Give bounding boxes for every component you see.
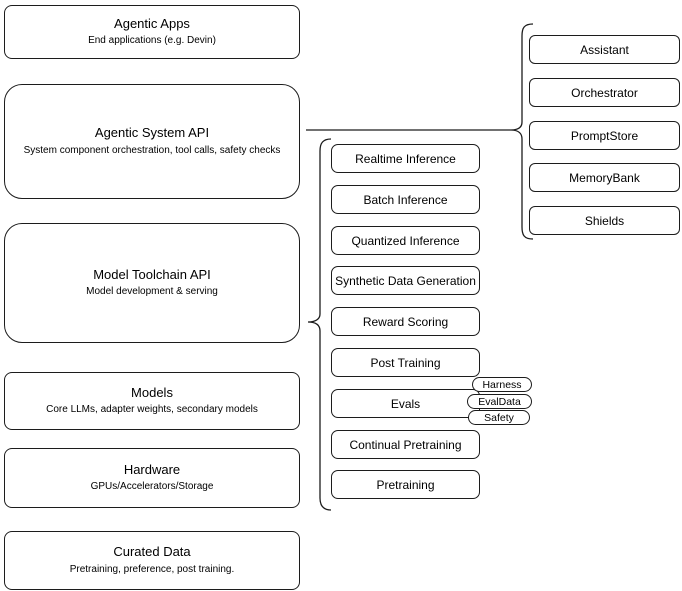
toolchain-item-label: Synthetic Data Generation (335, 273, 476, 288)
system-component-promptstore: PromptStore (529, 121, 680, 150)
system-component-label: Orchestrator (571, 85, 638, 100)
toolchain-item-label: Pretraining (376, 477, 435, 492)
system-component-shields: Shields (529, 206, 680, 235)
system-component-label: MemoryBank (569, 170, 640, 185)
node-agentic-apps-subtitle: End applications (e.g. Devin) (88, 35, 216, 47)
node-agentic-apps-title: Agentic Apps (114, 15, 190, 31)
node-model-toolchain-api-title: Model Toolchain API (93, 266, 211, 282)
node-hardware-title: Hardware (123, 461, 181, 477)
system-component-assistant: Assistant (529, 35, 680, 64)
toolchain-item-label: Continual Pretraining (349, 437, 462, 452)
toolchain-item-label: Quantized Inference (351, 233, 460, 248)
evals-tag-label: Harness (482, 378, 522, 391)
system-component-orchestrator: Orchestrator (529, 78, 680, 107)
node-curated-data-subtitle: Pretraining, preference, post training. (69, 563, 235, 575)
node-models: Models Core LLMs, adapter weights, secon… (4, 372, 300, 430)
evals-tag-evaldata: EvalData (467, 394, 532, 409)
toolchain-item-synthetic-data-generation: Synthetic Data Generation (331, 266, 480, 295)
node-hardware-subtitle: GPUs/Accelerators/Storage (90, 481, 214, 493)
toolchain-item-label: Post Training (370, 355, 441, 370)
toolchain-item-batch-inference: Batch Inference (331, 185, 480, 214)
system-component-label: PromptStore (570, 128, 639, 143)
toolchain-item-pretraining: Pretraining (331, 470, 480, 499)
node-models-subtitle: Core LLMs, adapter weights, secondary mo… (46, 404, 258, 416)
toolchain-item-label: Realtime Inference (355, 151, 456, 166)
node-agentic-system-api: Agentic System API System component orch… (4, 84, 300, 199)
toolchain-item-evals: Evals (331, 389, 480, 418)
node-model-toolchain-api: Model Toolchain API Model development & … (4, 223, 300, 343)
node-model-toolchain-api-subtitle: Model development & serving (86, 286, 218, 298)
evals-tag-safety: Safety (468, 410, 530, 425)
toolchain-item-label: Reward Scoring (362, 314, 449, 329)
toolchain-item-label: Batch Inference (363, 192, 448, 207)
evals-tag-harness: Harness (472, 377, 532, 392)
toolchain-item-label: Evals (390, 396, 421, 411)
toolchain-item-realtime-inference: Realtime Inference (331, 144, 480, 173)
node-hardware: Hardware GPUs/Accelerators/Storage (4, 448, 300, 508)
toolchain-item-post-training: Post Training (331, 348, 480, 377)
toolchain-brace (307, 138, 332, 511)
toolchain-item-continual-pretraining: Continual Pretraining (331, 430, 480, 459)
toolchain-item-quantized-inference: Quantized Inference (331, 226, 480, 255)
node-curated-data-title: Curated Data (113, 544, 191, 560)
node-agentic-apps: Agentic Apps End applications (e.g. Devi… (4, 5, 300, 59)
system-component-label: Assistant (580, 42, 629, 57)
node-agentic-system-api-title: Agentic System API (94, 125, 210, 141)
toolchain-item-reward-scoring: Reward Scoring (331, 307, 480, 336)
node-agentic-system-api-subtitle: System component orchestration, tool cal… (23, 144, 281, 156)
evals-tag-label: EvalData (478, 395, 521, 408)
system-component-memorybank: MemoryBank (529, 163, 680, 192)
node-models-title: Models (131, 384, 173, 400)
node-curated-data: Curated Data Pretraining, preference, po… (4, 531, 300, 590)
system-component-label: Shields (584, 213, 625, 228)
evals-tag-label: Safety (484, 411, 514, 424)
